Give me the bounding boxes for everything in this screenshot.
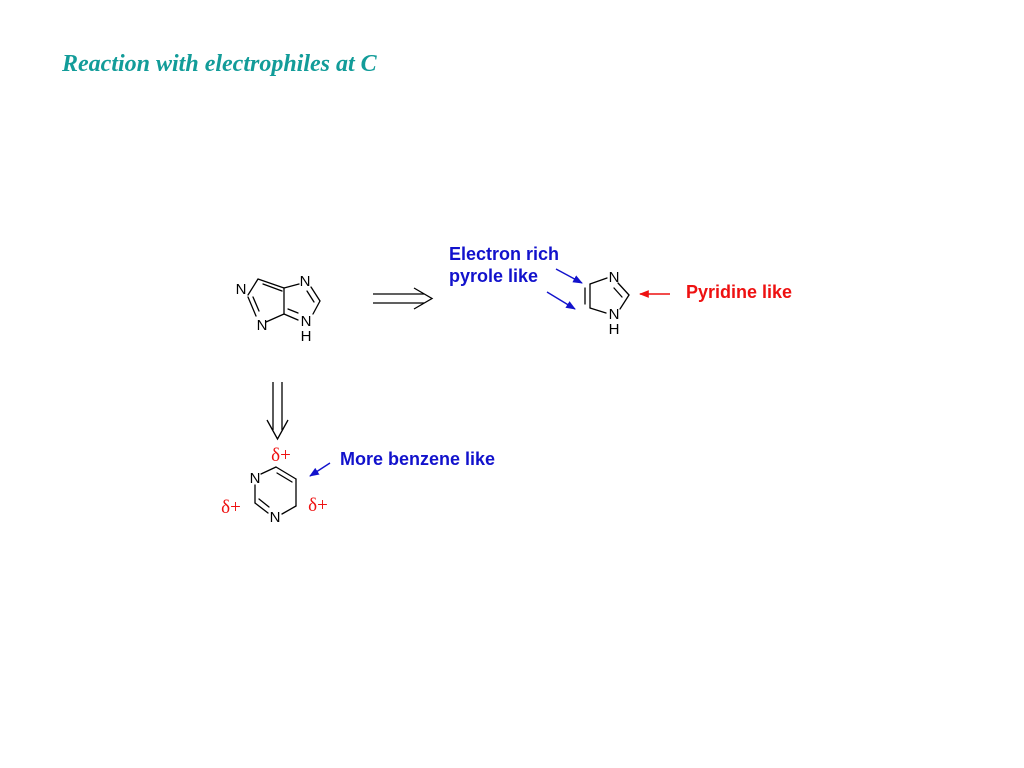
purine-n3-label: N [257,317,268,334]
delta-plus-top: δ+ [271,445,291,466]
imidazole-n3-label: N [609,269,620,286]
purine-structure: N N N N H [236,273,321,345]
pyridine-like-label: Pyridine like [686,282,792,302]
pyrole-like-label: pyrole like [449,266,538,286]
imidazole-n1-label: N [609,306,620,323]
pyrimidine-structure: N N [250,466,297,526]
purine-n9-label: N [301,313,312,330]
electron-rich-arrow-lower [546,291,576,310]
pyrimidine-n3-label: N [270,509,281,526]
electron-rich-arrow-upper [555,268,583,284]
purine-n1-label: N [236,281,247,298]
purine-n7-label: N [300,273,311,290]
electron-rich-label: Electron rich [449,244,559,264]
imidazole-structure: N N H [584,269,630,338]
imidazole-h-label: H [609,321,620,338]
delta-plus-right: δ+ [308,495,328,516]
slide-title: Reaction with electrophiles at C [62,51,377,77]
more-benzene-like-arrow [309,462,331,477]
pyrimidine-n1-label: N [250,470,261,487]
purine-h-label: H [301,328,312,345]
vertical-double-arrow [266,382,289,441]
delta-plus-left: δ+ [221,497,241,518]
horizontal-double-arrow [373,287,434,310]
more-benzene-like-label: More benzene like [340,449,495,469]
